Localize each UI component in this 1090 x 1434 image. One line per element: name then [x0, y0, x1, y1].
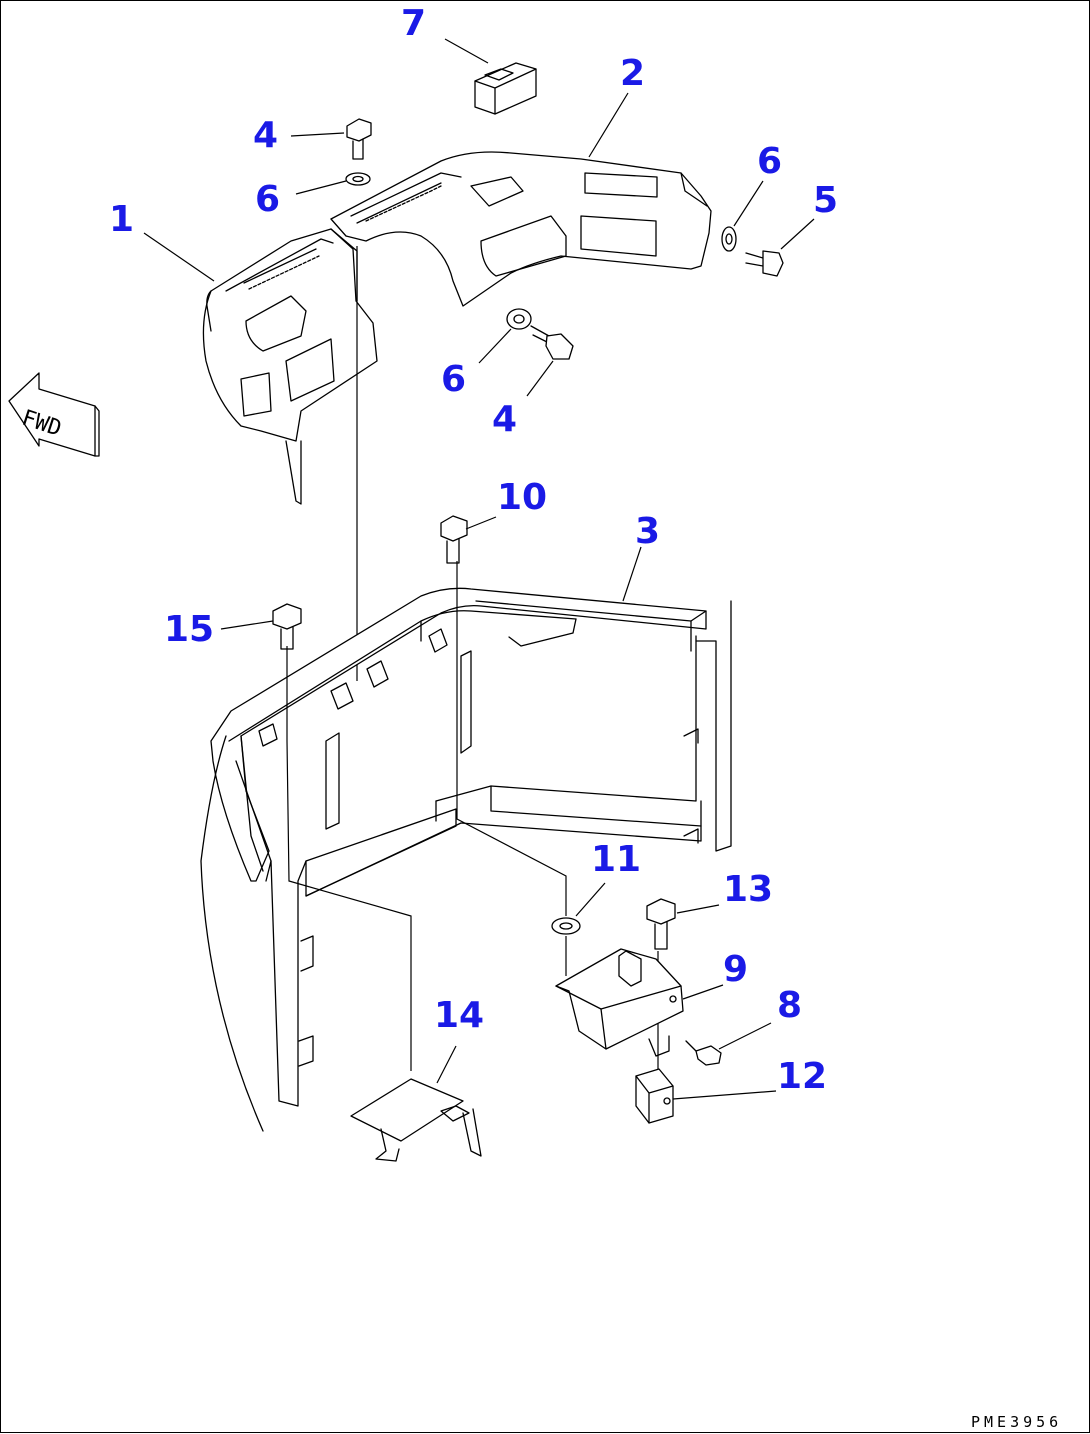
leader-lines [143, 38, 815, 1100]
callout-3: 3 [635, 511, 660, 552]
callout-12: 12 [777, 1056, 827, 1097]
part-2-upper-cover [330, 151, 712, 307]
callout-1: 1 [109, 199, 134, 240]
part-14-plate [350, 1078, 482, 1162]
part-4-bolt-mid [530, 325, 574, 360]
part-6-washer-top [345, 172, 371, 186]
callout-7: 7 [401, 3, 426, 44]
part-7-cap [474, 62, 537, 115]
part-4-bolt-top [346, 118, 372, 160]
callout-11: 11 [591, 839, 641, 880]
part-3-main-frame [200, 587, 732, 1132]
drawing-code: PME3956 [971, 1413, 1062, 1431]
part-13-bolt [646, 898, 676, 950]
callout-4-mid: 4 [492, 399, 517, 440]
callout-6-top: 6 [255, 179, 280, 220]
part-1-left-cover [202, 228, 378, 505]
part-10-bolt [440, 515, 468, 564]
callout-15: 15 [164, 609, 214, 650]
part-6-washer-right [721, 226, 737, 252]
alignment-line-b [286, 646, 412, 1071]
part-5-bolt-right [745, 250, 784, 277]
part-11-washer [551, 917, 581, 935]
callout-4-top: 4 [253, 115, 278, 156]
callout-6-right: 6 [757, 141, 782, 182]
part-8-clip [685, 1040, 722, 1066]
alignment-line-c [456, 561, 567, 916]
callout-labels: 7 2 4 6 1 6 5 6 4 10 3 15 11 13 9 8 14 1… [109, 3, 838, 1097]
callout-2: 2 [620, 53, 645, 94]
callout-14: 14 [434, 995, 484, 1036]
callout-13: 13 [723, 869, 773, 910]
fwd-direction-arrow: FWD [8, 372, 100, 457]
callout-6-mid: 6 [441, 359, 466, 400]
callout-5: 5 [813, 180, 838, 221]
part-6-washer-mid [506, 308, 532, 330]
part-9-bracket [555, 948, 684, 1057]
callout-10: 10 [497, 477, 547, 518]
callout-9: 9 [723, 949, 748, 990]
part-15-bolt [272, 603, 302, 650]
callout-8: 8 [777, 985, 802, 1026]
part-12-block [635, 1068, 674, 1124]
